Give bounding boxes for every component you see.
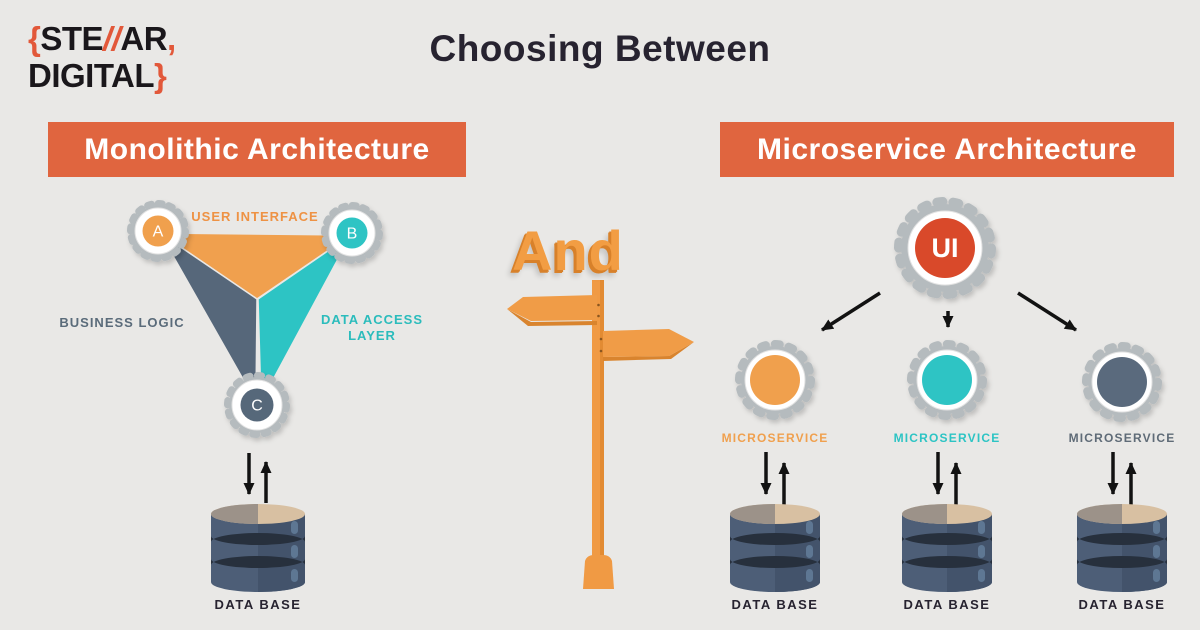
db-highlight xyxy=(806,521,813,534)
logo-open-brace: { xyxy=(28,20,41,57)
gear-a-core xyxy=(142,215,174,247)
db-band xyxy=(1077,533,1167,545)
microservice-3-core xyxy=(1097,357,1147,407)
db-highlight xyxy=(1153,545,1160,558)
logo-text-ar: AR xyxy=(120,20,168,57)
right-sign-shadow xyxy=(603,342,694,361)
ui-gear-label: UI xyxy=(932,233,959,263)
arrow-ui-to-service-1 xyxy=(821,291,881,332)
stellar-digital-logo: {STE//AR, DIGITAL} xyxy=(28,20,176,94)
ui-gear-core xyxy=(915,218,975,278)
logo-comma: , xyxy=(167,20,176,57)
db-highlight xyxy=(291,545,298,558)
db-top-shade xyxy=(730,504,775,524)
database-service-1 xyxy=(730,504,820,592)
db-highlight xyxy=(1153,521,1160,534)
db-highlight xyxy=(806,545,813,558)
database-label-monolith: DATA BASE xyxy=(214,597,302,612)
signpost-base xyxy=(583,555,614,589)
db-band xyxy=(902,533,992,545)
db-highlight xyxy=(978,569,985,582)
db-body-shade xyxy=(1122,514,1167,592)
db-band xyxy=(211,556,305,568)
db-body-shade xyxy=(775,514,820,592)
gear-b-icon: B xyxy=(321,202,383,264)
db-band xyxy=(1077,556,1167,568)
database-label-service-3: DATA BASE xyxy=(1078,597,1166,612)
database-label-service-2: DATA BASE xyxy=(903,597,991,612)
db-band xyxy=(730,556,820,568)
logo-line-1: {STE//AR, xyxy=(28,20,176,57)
microservice-1-label: MICROSERVICE xyxy=(721,431,829,445)
flow-arrows xyxy=(243,291,1137,505)
data-access-line-1: DATA ACCESS xyxy=(321,312,423,327)
user-interface-label: USER INTERFACE xyxy=(191,209,319,224)
arrow-ui-to-service-3 xyxy=(1017,291,1077,332)
signpost-rivet xyxy=(597,314,600,318)
db-highlight xyxy=(978,545,985,558)
right-sign-arrow xyxy=(603,329,694,357)
db-highlight xyxy=(806,569,813,582)
db-body-shade xyxy=(947,514,992,592)
db-band xyxy=(211,533,305,545)
database-monolith xyxy=(211,504,305,592)
db-highlight xyxy=(291,521,298,534)
db-highlight xyxy=(291,569,298,582)
db-top-shade xyxy=(902,504,947,524)
database-service-3 xyxy=(1077,504,1167,592)
signpost-rivet xyxy=(597,303,600,307)
gear-c-letter: C xyxy=(251,398,263,415)
microservice-gear-2-icon xyxy=(907,340,987,420)
gear-b-core xyxy=(336,217,368,249)
signpost-pole-shade xyxy=(600,280,604,557)
microservice-2-core xyxy=(922,355,972,405)
microservice-banner: Microservice Architecture xyxy=(720,122,1174,177)
gear-b-letter: B xyxy=(347,226,358,243)
page-title: Choosing Between xyxy=(429,28,771,69)
monolithic-banner: Monolithic Architecture xyxy=(48,122,466,177)
logo-text-ste: STE xyxy=(40,20,104,57)
microservice-3-label: MICROSERVICE xyxy=(1068,431,1176,445)
logo-text-digital: DIGITAL xyxy=(28,57,155,94)
microservice-1-core xyxy=(750,355,800,405)
db-highlight xyxy=(1153,569,1160,582)
logo-close-brace: } xyxy=(154,57,167,94)
signpost-rivet xyxy=(599,337,603,341)
db-band xyxy=(902,556,992,568)
wedge-data-access xyxy=(257,234,352,405)
logo-slashes: // xyxy=(103,20,121,57)
and-word: And xyxy=(512,219,624,282)
microservice-gear-3-icon xyxy=(1082,342,1162,422)
left-sign-shadow xyxy=(507,309,597,326)
business-logic-label: BUSINESS LOGIC xyxy=(59,315,185,330)
gear-a-icon: A xyxy=(127,200,189,262)
signpost xyxy=(507,280,694,589)
ui-gear-icon: UI xyxy=(894,197,996,299)
db-top-shade xyxy=(1077,504,1122,524)
data-access-line-2: LAYER xyxy=(348,328,396,343)
microservice-2-label: MICROSERVICE xyxy=(893,431,1001,445)
signpost-rivet xyxy=(599,349,603,353)
wedge-business-logic xyxy=(159,232,258,405)
data-access-layer-label: DATA ACCESS LAYER xyxy=(317,312,427,344)
monolith-wedges xyxy=(157,232,354,405)
db-top-shade xyxy=(211,504,258,524)
left-sign-arrow xyxy=(507,295,597,321)
database-service-2 xyxy=(902,504,992,592)
gear-a-letter: A xyxy=(153,224,164,241)
microservice-gear-1-icon xyxy=(735,340,815,420)
db-band xyxy=(730,533,820,545)
gear-c-core xyxy=(240,388,274,422)
gear-c-icon: C xyxy=(224,372,290,438)
logo-line-2: DIGITAL} xyxy=(28,57,176,94)
database-label-service-1: DATA BASE xyxy=(731,597,819,612)
db-highlight xyxy=(978,521,985,534)
